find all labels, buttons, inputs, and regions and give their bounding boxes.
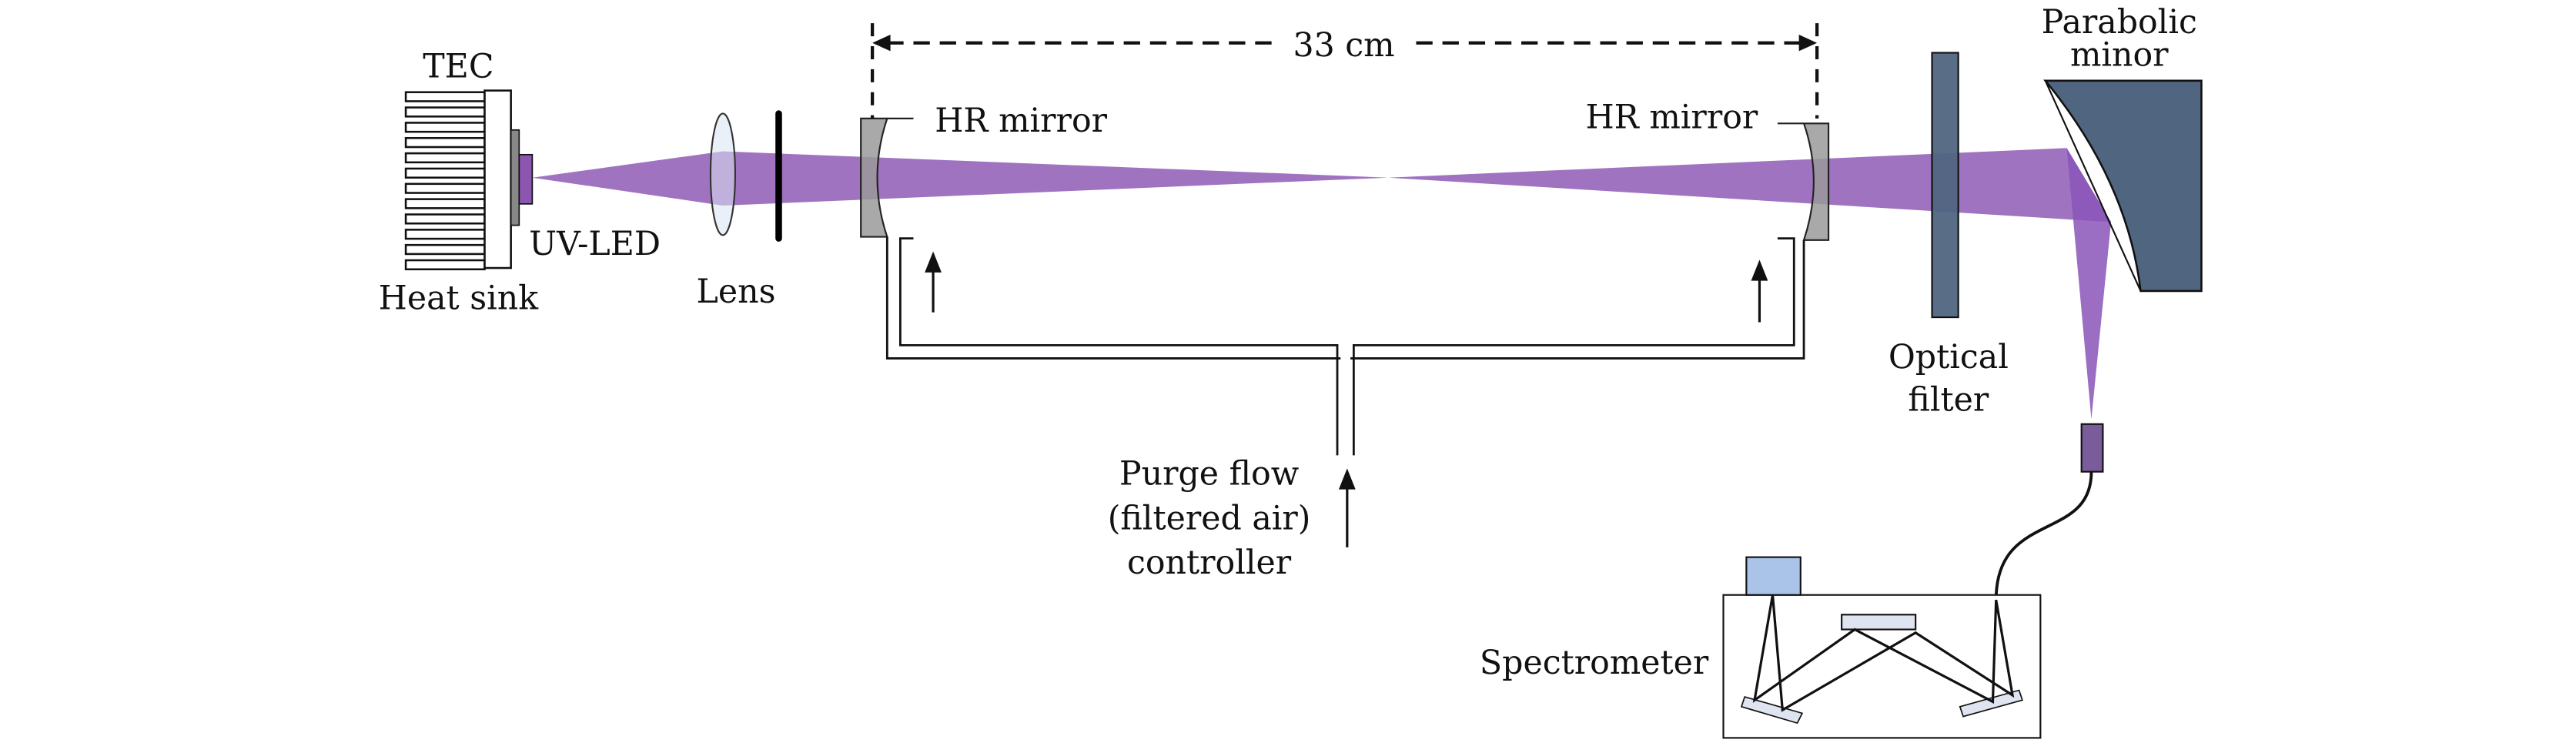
spectrometer-rays — [1752, 594, 2015, 712]
label-hr-mirror-left: HR mirror — [935, 102, 1107, 140]
fiber-coupler — [2080, 423, 2104, 473]
spectrometer-mirror-right — [1959, 689, 2023, 718]
heat-sink — [404, 91, 486, 271]
label-heat-sink: Heat sink — [379, 279, 540, 317]
label-purge-3: controller — [1127, 544, 1292, 582]
purge-pipe — [885, 236, 1805, 456]
uv-beam — [532, 148, 2112, 223]
label-tec: TEC — [423, 48, 493, 86]
arrowhead-right — [1798, 35, 1818, 52]
heat-sink-fin — [404, 182, 486, 194]
label-distance: 33 cm — [1293, 26, 1394, 65]
label-purge-1: Purge flow — [1119, 455, 1299, 494]
optical-filter — [1931, 52, 1959, 319]
parabolic-surface — [2044, 80, 2142, 292]
hr-mirror-left — [860, 117, 888, 238]
camera — [1745, 556, 1802, 596]
arrowhead-left — [872, 35, 891, 52]
label-uv-led: UV-LED — [529, 225, 661, 263]
reflected-beam — [2066, 148, 2112, 420]
uv-led — [518, 153, 534, 205]
grating — [1841, 614, 1917, 631]
heat-sink-fin — [404, 136, 486, 149]
label-spectrometer: Spectrometer — [1480, 644, 1709, 682]
heat-sink-fin — [404, 106, 486, 118]
hr-mirror-right — [1802, 122, 1830, 241]
heat-sink-fin — [404, 243, 486, 256]
heat-sink-fin — [404, 213, 486, 225]
label-optical-filter-1: Optical — [1889, 338, 2009, 377]
heat-sink-fin — [404, 167, 486, 179]
flow-arrows — [925, 251, 1768, 547]
label-parabolic-2: minor — [2070, 36, 2169, 75]
label-parabolic-1: Parabolic — [2042, 3, 2197, 42]
label-hr-mirror-right: HR mirror — [1585, 99, 1758, 137]
distance-marker — [870, 23, 1819, 119]
lens — [709, 112, 737, 236]
heat-sink-fin — [404, 198, 486, 209]
optical-fiber — [1994, 471, 2093, 601]
label-purge-2: (filtered air) — [1108, 499, 1311, 537]
led-mount — [510, 129, 520, 226]
heat-sink-fin — [404, 122, 486, 133]
tec-plate — [483, 89, 512, 269]
heat-sink-fin — [404, 259, 486, 271]
heat-sink-fin — [404, 91, 486, 102]
heat-sink-fin — [404, 229, 486, 240]
label-optical-filter-2: filter — [1908, 381, 1989, 420]
heat-sink-fin — [404, 152, 486, 164]
label-lens: Lens — [697, 273, 776, 311]
